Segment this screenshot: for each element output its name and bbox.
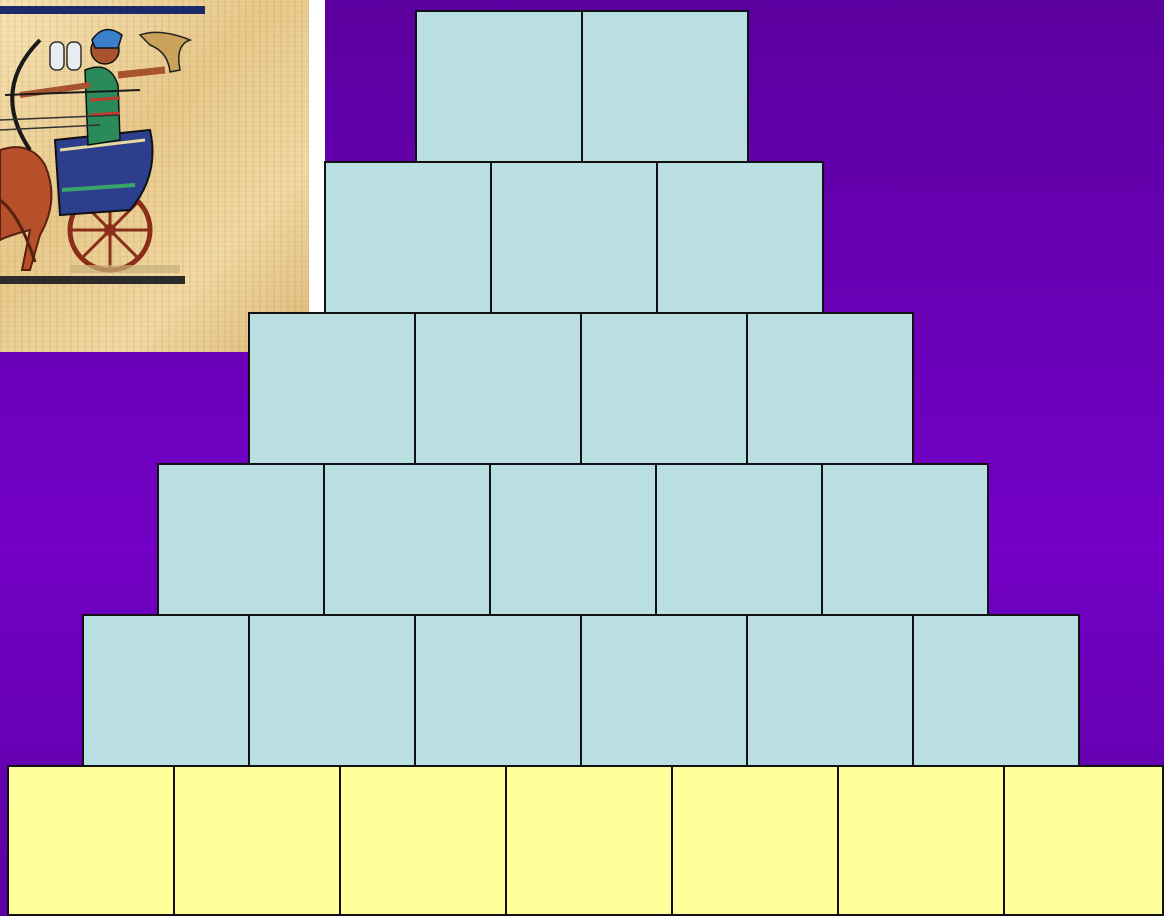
base-block-r6-c4[interactable] xyxy=(505,765,673,916)
pyramid-block-r4-c2[interactable] xyxy=(323,463,491,616)
base-block-r6-c5[interactable] xyxy=(671,765,839,916)
pyramid-block-r3-c2[interactable] xyxy=(414,312,582,465)
archer-chariot-illustration xyxy=(0,0,325,352)
pyramid-block-r2-c2[interactable] xyxy=(490,161,658,314)
pyramid-block-r4-c4[interactable] xyxy=(655,463,823,616)
base-block-r6-c3[interactable] xyxy=(339,765,507,916)
egyptian-papyrus-image xyxy=(0,0,325,352)
pyramid-block-r3-c3[interactable] xyxy=(580,312,748,465)
base-block-r6-c6[interactable] xyxy=(837,765,1005,916)
base-block-r6-c7[interactable] xyxy=(1003,765,1164,916)
pyramid-block-r1-c1[interactable] xyxy=(415,10,583,163)
image-border xyxy=(309,0,325,352)
base-block-r6-c2[interactable] xyxy=(173,765,341,916)
pyramid-block-r5-c4[interactable] xyxy=(580,614,748,767)
pyramid-block-r5-c5[interactable] xyxy=(746,614,914,767)
pyramid-block-r5-c3[interactable] xyxy=(414,614,582,767)
pyramid-block-r3-c4[interactable] xyxy=(746,312,914,465)
pyramid-block-r4-c5[interactable] xyxy=(821,463,989,616)
pyramid-block-r3-c1[interactable] xyxy=(248,312,416,465)
pyramid-block-r2-c3[interactable] xyxy=(656,161,824,314)
pyramid-block-r5-c2[interactable] xyxy=(248,614,416,767)
pyramid-block-r1-c2[interactable] xyxy=(581,10,749,163)
pyramid-block-r4-c1[interactable] xyxy=(157,463,325,616)
pyramid-block-r5-c1[interactable] xyxy=(82,614,250,767)
pyramid-block-r5-c6[interactable] xyxy=(912,614,1080,767)
pyramid-block-r4-c3[interactable] xyxy=(489,463,657,616)
base-block-r6-c1[interactable] xyxy=(7,765,175,916)
pyramid-block-r2-c1[interactable] xyxy=(324,161,492,314)
